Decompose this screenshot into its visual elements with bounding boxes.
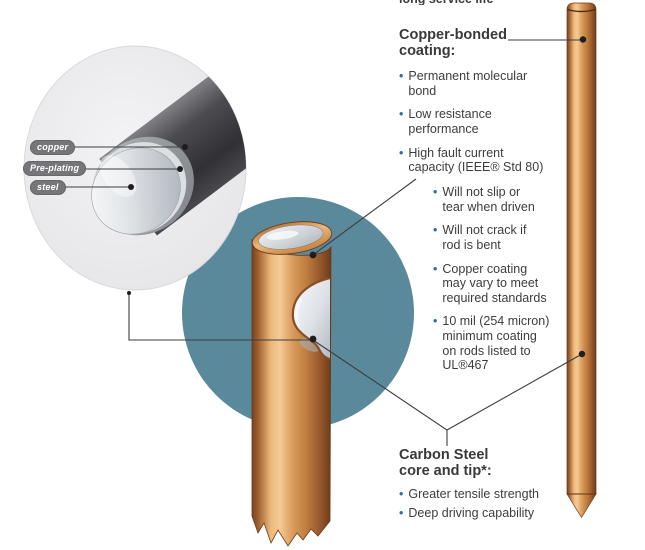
bullet-icon: • xyxy=(433,314,438,329)
bullet-icon: • xyxy=(399,145,404,160)
bullet-icon: • xyxy=(433,185,438,199)
bullet-icon: • xyxy=(399,487,404,501)
rod-to-steel-heading-line xyxy=(446,353,583,431)
copper-coating-heading: Copper-bonded coating: xyxy=(399,27,507,60)
list-item: • Deep driving capability xyxy=(399,506,535,520)
copper-dot xyxy=(182,144,188,150)
rod-lower-dot xyxy=(578,350,586,358)
bullet-icon: • xyxy=(433,223,438,238)
leader-lines xyxy=(66,39,583,446)
list-item: • Low resistance performance xyxy=(399,107,492,136)
bullet-icon: • xyxy=(399,107,404,122)
list-item: • Will not slip or tear when driven xyxy=(433,185,535,214)
list-item: • Copper coating may vary to meet requir… xyxy=(433,261,547,305)
cutaway-rod-top-face xyxy=(251,221,333,255)
cutaway-to-coating-line xyxy=(312,178,417,256)
bracket-start-dot xyxy=(127,291,131,295)
copper-coating-sub-bullet-list: • Will not slip or tear when driven • Wi… xyxy=(433,185,558,382)
copper-layer-label: copper xyxy=(30,140,76,155)
full-ground-rod xyxy=(566,2,597,519)
bullet-icon: • xyxy=(399,506,404,520)
copper-coating-bullet-list: • Permanent molecular bond • Low resista… xyxy=(399,69,544,184)
cutaway-copper-dot xyxy=(309,251,317,259)
rod-coating-dot xyxy=(579,36,587,43)
full-rod-cap-seam xyxy=(567,8,596,13)
list-item: • Will not crack if rod is bent xyxy=(433,223,527,252)
list-item: • High fault current capacity (IEEE® Std… xyxy=(399,145,544,175)
cutaway-steel-dot xyxy=(309,335,317,343)
steel-layer-label: steel xyxy=(30,180,66,195)
steel-dot xyxy=(128,184,134,190)
carbon-steel-bullet-list: • Greater tensile strength • Deep drivin… xyxy=(399,487,569,525)
full-rod-body xyxy=(566,2,597,495)
leader-dots xyxy=(127,36,587,358)
list-item: • Greater tensile strength xyxy=(399,487,540,501)
full-rod-tip xyxy=(566,493,597,519)
inset-to-cutaway-bracket xyxy=(128,293,310,341)
top-clipped-text: long service life xyxy=(399,0,569,5)
bullet-icon: • xyxy=(399,69,404,83)
preplating-dot xyxy=(177,166,183,172)
preplating-layer-label: Pre-plating xyxy=(23,161,87,176)
bullet-icon: • xyxy=(433,261,438,276)
cutaway-rod xyxy=(251,221,333,547)
list-item: • 10 mil (254 micron) minimum coating on… xyxy=(433,314,550,373)
carbon-steel-heading: Carbon Steel core and tip*: xyxy=(399,447,492,480)
list-item: • Permanent molecular bond xyxy=(399,69,528,98)
